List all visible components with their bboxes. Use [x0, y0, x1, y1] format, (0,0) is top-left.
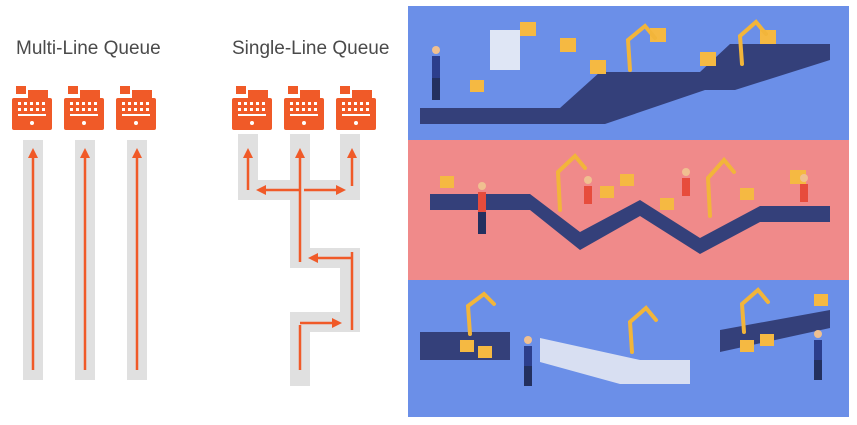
- cash-register-icon: [232, 86, 272, 130]
- boxes: [460, 294, 828, 358]
- robot-arm-icon: [625, 19, 768, 72]
- single-line-queue-title: Single-Line Queue: [232, 38, 390, 59]
- multi-line-queue-title: Multi-Line Queue: [16, 38, 161, 59]
- factory-illustration: [408, 6, 849, 417]
- conveyor-belt: [430, 194, 830, 254]
- worker-icon: [478, 168, 808, 234]
- cash-register-icon: [12, 86, 52, 130]
- cash-register-icon: [336, 86, 376, 130]
- worker-icon: [524, 330, 822, 386]
- conveyor-belt: [420, 44, 830, 124]
- single-queue-arrows: [243, 148, 357, 370]
- robot-arm-icon: [465, 287, 770, 354]
- conveyor-belt: [540, 338, 690, 384]
- cash-register-icon: [284, 86, 324, 130]
- cash-register-icon: [116, 86, 156, 130]
- boxes: [470, 22, 776, 92]
- machine-icon: [490, 30, 520, 70]
- worker-icon: [432, 46, 440, 100]
- cash-register-icon: [64, 86, 104, 130]
- robot-arm-icon: [555, 153, 736, 218]
